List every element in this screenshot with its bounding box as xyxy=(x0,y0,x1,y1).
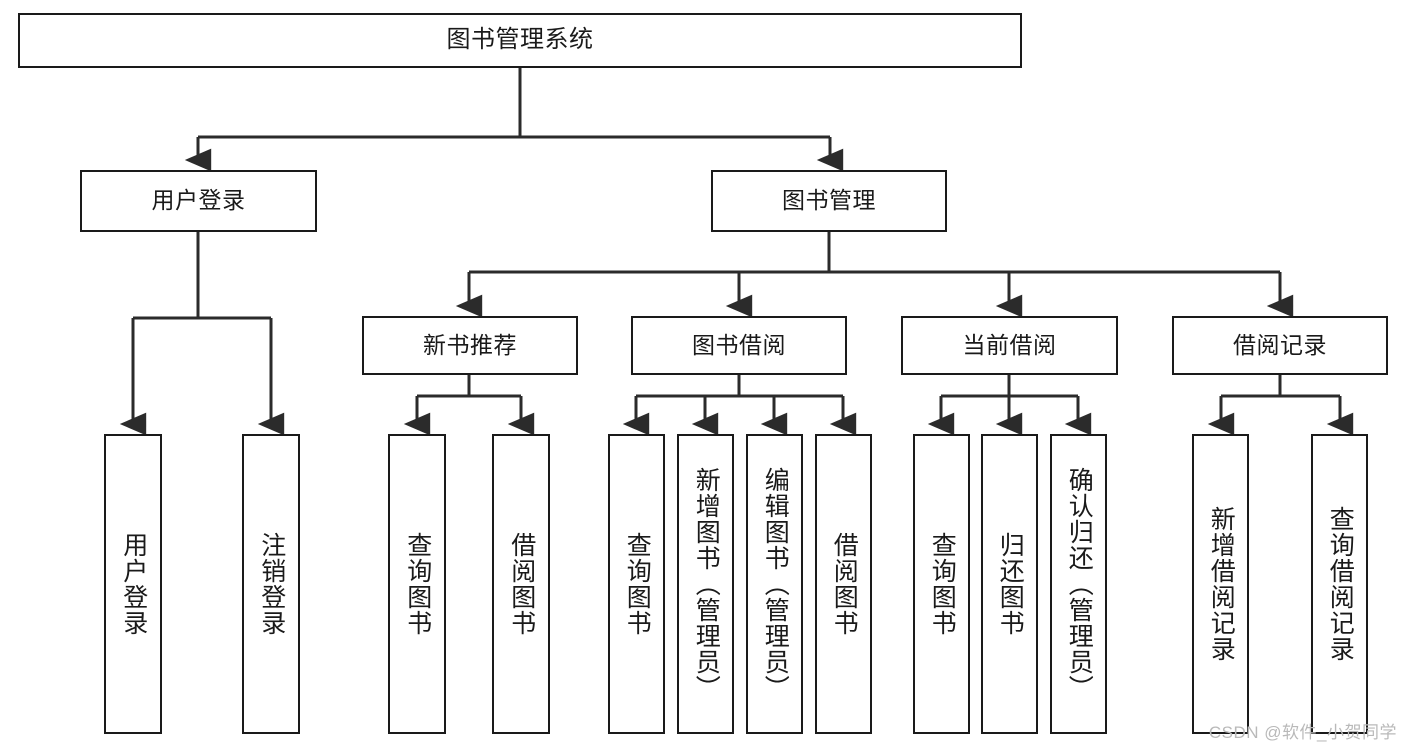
node-label: 借阅图书 xyxy=(507,532,536,636)
leaf-record-query-record[interactable]: 查询借阅记录 xyxy=(1311,434,1368,734)
node-label: 新书推荐 xyxy=(423,331,517,358)
node-label: 归还图书 xyxy=(996,532,1025,636)
node-label: 查询图书 xyxy=(623,532,652,636)
node-label: 查询图书 xyxy=(928,532,957,636)
node-label: 查询借阅记录 xyxy=(1326,506,1355,662)
leaf-new-book-borrow[interactable]: 借阅图书 xyxy=(492,434,550,734)
node-label: 用户登录 xyxy=(119,532,148,636)
node-new-book-recommend[interactable]: 新书推荐 xyxy=(362,316,578,375)
leaf-record-add-record[interactable]: 新增借阅记录 xyxy=(1192,434,1249,734)
node-book-borrow[interactable]: 图书借阅 xyxy=(631,316,847,375)
leaf-user-login-signout[interactable]: 注销登录 xyxy=(242,434,300,734)
node-label: 新增图书（管理员） xyxy=(692,467,721,701)
leaf-borrow-query-book[interactable]: 查询图书 xyxy=(608,434,665,734)
leaf-current-query-book[interactable]: 查询图书 xyxy=(913,434,970,734)
node-label: 图书管理 xyxy=(782,187,876,214)
leaf-borrow-borrow-book[interactable]: 借阅图书 xyxy=(815,434,872,734)
leaf-new-book-query[interactable]: 查询图书 xyxy=(388,434,446,734)
node-label: 用户登录 xyxy=(151,187,246,214)
leaf-borrow-add-book-admin[interactable]: 新增图书（管理员） xyxy=(677,434,734,734)
node-book-management[interactable]: 图书管理 xyxy=(711,170,947,232)
node-borrow-record[interactable]: 借阅记录 xyxy=(1172,316,1388,375)
node-label: 注销登录 xyxy=(257,532,286,636)
node-label: 查询图书 xyxy=(403,532,432,636)
node-current-borrow[interactable]: 当前借阅 xyxy=(901,316,1118,375)
node-label: 借阅记录 xyxy=(1233,331,1327,358)
leaf-user-login-signin[interactable]: 用户登录 xyxy=(104,434,162,734)
node-user-login[interactable]: 用户登录 xyxy=(80,170,317,232)
node-label: 图书管理系统 xyxy=(446,26,594,54)
leaf-borrow-edit-book-admin[interactable]: 编辑图书（管理员） xyxy=(746,434,803,734)
node-label: 图书借阅 xyxy=(692,331,786,358)
node-label: 确认归还（管理员） xyxy=(1065,467,1094,701)
leaf-current-return-book[interactable]: 归还图书 xyxy=(981,434,1038,734)
node-label: 新增借阅记录 xyxy=(1207,506,1236,662)
node-label: 当前借阅 xyxy=(962,331,1057,358)
node-root-system[interactable]: 图书管理系统 xyxy=(18,13,1022,68)
node-label: 编辑图书（管理员） xyxy=(761,467,790,701)
leaf-current-confirm-return-admin[interactable]: 确认归还（管理员） xyxy=(1050,434,1107,734)
node-label: 借阅图书 xyxy=(830,532,859,636)
watermark-text: CSDN @软件_小贺同学 xyxy=(1208,723,1397,742)
